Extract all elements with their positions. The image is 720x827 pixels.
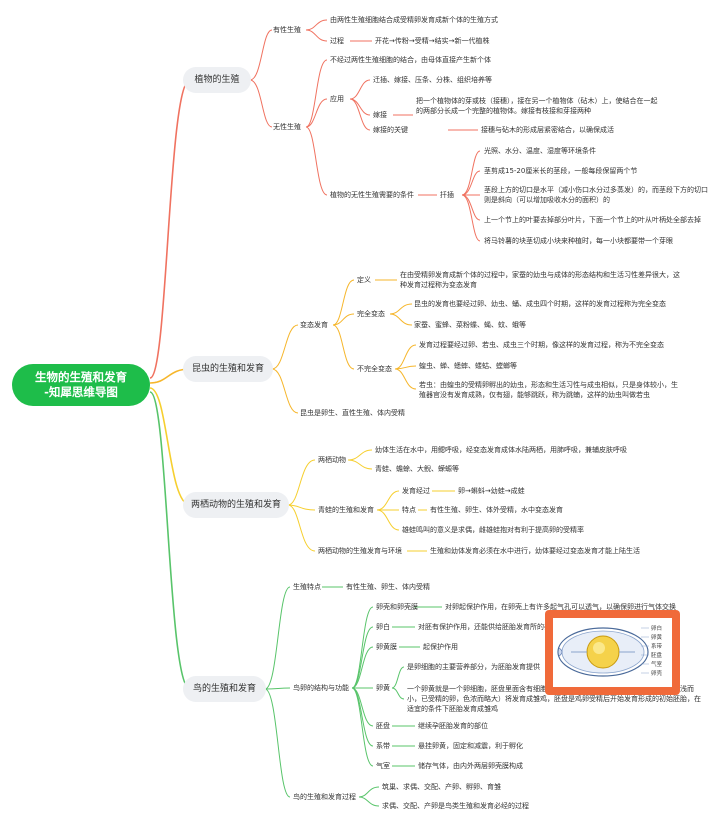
insect-summary: 昆虫是卵生、直性生殖、体内受精 xyxy=(300,409,405,417)
branch-bird-reproduction[interactable]: 鸟的生殖和发育 xyxy=(183,676,266,702)
complete-metamorphosis-label[interactable]: 完全变态 xyxy=(357,310,385,318)
chalaza-label[interactable]: 系带 xyxy=(376,742,390,750)
graft-key-label[interactable]: 嫁接的关键 xyxy=(373,126,408,134)
egg-legend-label: 系带 xyxy=(651,642,663,650)
disc-label[interactable]: 胚盘 xyxy=(376,722,390,730)
egg-legend-label: 卵壳 xyxy=(651,669,663,677)
complete-metamorphosis-desc: 昆虫的发育也要经过卵、幼虫、蛹、成虫四个时期，这样的发育过程称为完全变态 xyxy=(414,300,666,308)
sexual-reproduction-def: 由两性生殖细胞结合成受精卵发育成新个体的生殖方式 xyxy=(330,16,498,24)
egg-diagram-image[interactable]: 卵白 卵黄 系带 胚盘 气室 卵壳 xyxy=(545,610,680,695)
egg-legend-label: 胚盘 xyxy=(651,651,663,659)
egg-legend-label: 卵黄 xyxy=(651,633,663,641)
frog-call-meaning: 雄蛙鸣叫的意义是求偶，雌雄蛙抱对有利于提高卵的受精率 xyxy=(402,526,584,534)
shell-label[interactable]: 卵壳和卵壳膜 xyxy=(376,603,418,611)
metamorphosis-definition: 在由受精卵发育成新个体的过程中，家蚕的幼虫与成体的形态结构和生活习性差异很大，这… xyxy=(400,271,680,289)
development-label[interactable]: 发育经过 xyxy=(402,487,430,495)
chalaza-text: 悬挂卵黄，固定和减震，利于孵化 xyxy=(418,742,523,750)
albumen-label[interactable]: 卵白 xyxy=(376,623,390,631)
feature-label[interactable]: 特点 xyxy=(402,506,416,514)
cutting-item: 将马铃薯的块茎切成小块来种植时，每一小块都要带一个芽眼 xyxy=(484,237,673,245)
yolk-membrane-text: 起保护作用 xyxy=(423,643,458,651)
environment-text: 生殖和幼体发育必须在水中进行，幼体要经过变态发育才能上陆生活 xyxy=(430,547,640,555)
apply-label[interactable]: 应用 xyxy=(330,95,344,103)
graft-key-text: 接穗与砧木的形成层紧密结合，以确保成活 xyxy=(481,126,614,134)
asexual-reproduction-def: 不经过两性生殖细胞的结合，由母体直接产生新个体 xyxy=(330,56,491,64)
metamorphosis-label[interactable]: 变态发育 xyxy=(300,320,328,330)
egg-structure-label[interactable]: 鸟卵的结构与功能 xyxy=(293,683,349,693)
egg-legend-label: 气室 xyxy=(651,660,663,668)
bird-features: 有性生殖、卵生、体内受精 xyxy=(346,583,430,591)
yolk-membrane-label[interactable]: 卵黄膜 xyxy=(376,643,397,651)
bird-process-1: 筑巢、求偶、交配、产卵、孵卵、育雏 xyxy=(382,783,501,791)
asexual-conditions-label[interactable]: 植物的无性生殖需要的条件 xyxy=(330,191,414,199)
branch-amphibian-reproduction[interactable]: 两栖动物的生殖和发育 xyxy=(183,492,289,518)
asexual-reproduction-label[interactable]: 无性生殖 xyxy=(273,122,301,132)
disc-text: 继续孕胚胎发育的部位 xyxy=(418,722,488,730)
development-stages: 卵→蝌蚪→幼蛙→成蛙 xyxy=(458,487,525,495)
amphibian-label[interactable]: 两栖动物 xyxy=(318,455,346,465)
bird-feature-label[interactable]: 生殖特点 xyxy=(293,583,321,591)
cutting-item: 茎剪成15-20厘米长的茎段，一般每段保留两个节 xyxy=(484,167,638,175)
root-title: 生物的生殖和发育 xyxy=(35,370,127,384)
nymph-description: 若虫：由蝗虫的受精卵孵出的幼虫，形态和生活习性与成虫相似，只是身体较小，生殖器官… xyxy=(419,381,678,399)
yolk-label[interactable]: 卵黄 xyxy=(376,684,390,692)
environment-label[interactable]: 两栖动物的生殖发育与环境 xyxy=(318,546,402,556)
shell-text: 对卵起保护作用，在卵壳上有许多起气孔可以透气，以确保卵进行气体交换 xyxy=(445,603,676,611)
cutting-item: 茎段上方的切口是水平（减小伤口水分过多蒸发）的，而茎段下方的切口则是斜向（可以增… xyxy=(484,186,708,204)
definition-label[interactable]: 定义 xyxy=(357,276,371,284)
asexual-methods: 迁插、嫁接、压条、分株、组织培养等 xyxy=(373,76,492,84)
incomplete-metamorphosis-label[interactable]: 不完全变态 xyxy=(357,365,392,373)
sexual-reproduction-label[interactable]: 有性生殖 xyxy=(273,25,301,35)
amphibian-examples: 青蛙、蟾蜍、大鲵、蝾螈等 xyxy=(375,465,459,473)
process-label[interactable]: 过程 xyxy=(330,37,344,45)
cutting-item: 上一个节上的叶要去掉部分叶片，下面一个节上的叶从叶柄处全部去掉 xyxy=(484,216,701,224)
graft-label[interactable]: 嫁接 xyxy=(373,111,387,119)
egg-diagram-illustration: 卵白 卵黄 系带 胚盘 气室 卵壳 xyxy=(557,624,663,677)
air-cell-text: 储存气体，由内外两层卵壳膜构成 xyxy=(418,762,523,770)
albumen-text: 对胚有保护作用，还能供给胚胎发育所的养料和水分 xyxy=(418,623,579,631)
air-cell-label[interactable]: 气室 xyxy=(376,762,390,770)
incomplete-metamorphosis-desc: 发育过程要经过卵、若虫、成虫三个时期，像这样的发育过程，称为不完全变态 xyxy=(419,341,664,349)
process-text: 开花→传粉→受精→结实→新一代植株 xyxy=(375,37,490,45)
root-node[interactable]: 生物的生殖和发育 -知犀思维导图 xyxy=(12,364,150,406)
bird-process-label[interactable]: 鸟的生殖和发育过程 xyxy=(293,792,356,802)
cutting-label[interactable]: 扦插 xyxy=(440,191,454,199)
yolk-text-1: 是卵细胞的主要营养部分，为胚胎发育提供 xyxy=(407,663,540,671)
egg-legend-label: 卵白 xyxy=(651,624,662,632)
cutting-item: 光照、水分、温度、湿度等环境条件 xyxy=(484,147,596,155)
bird-process-2: 求偶、交配、产卵是鸟类生殖和发育必经的过程 xyxy=(382,802,529,810)
incomplete-metamorphosis-examples: 蝗虫、蝉、蟋蟀、蝼蛄、螳螂等 xyxy=(419,362,517,370)
frog-reproduction-label[interactable]: 青蛙的生殖和发育 xyxy=(318,505,374,515)
complete-metamorphosis-examples: 家蚕、蜜蜂、菜粉蝶、蝇、蚊、蛾等 xyxy=(414,321,526,329)
root-subtitle: -知犀思维导图 xyxy=(44,385,118,399)
branch-insect-reproduction[interactable]: 昆虫的生殖和发育 xyxy=(183,356,273,382)
frog-features: 有性生殖、卵生、体外受精，水中变态发育 xyxy=(430,506,563,514)
amphibian-description: 幼体生活在水中，用鳃呼吸，经变态发育成体水陆两栖，用肺呼吸，兼辅皮肤呼吸 xyxy=(375,446,627,454)
graft-description: 把一个植物体的芽或枝（接穗），接在另一个植物体（砧木）上，使结合在一起的两部分长… xyxy=(416,97,658,115)
branch-plant-reproduction[interactable]: 植物的生殖 xyxy=(183,67,251,93)
